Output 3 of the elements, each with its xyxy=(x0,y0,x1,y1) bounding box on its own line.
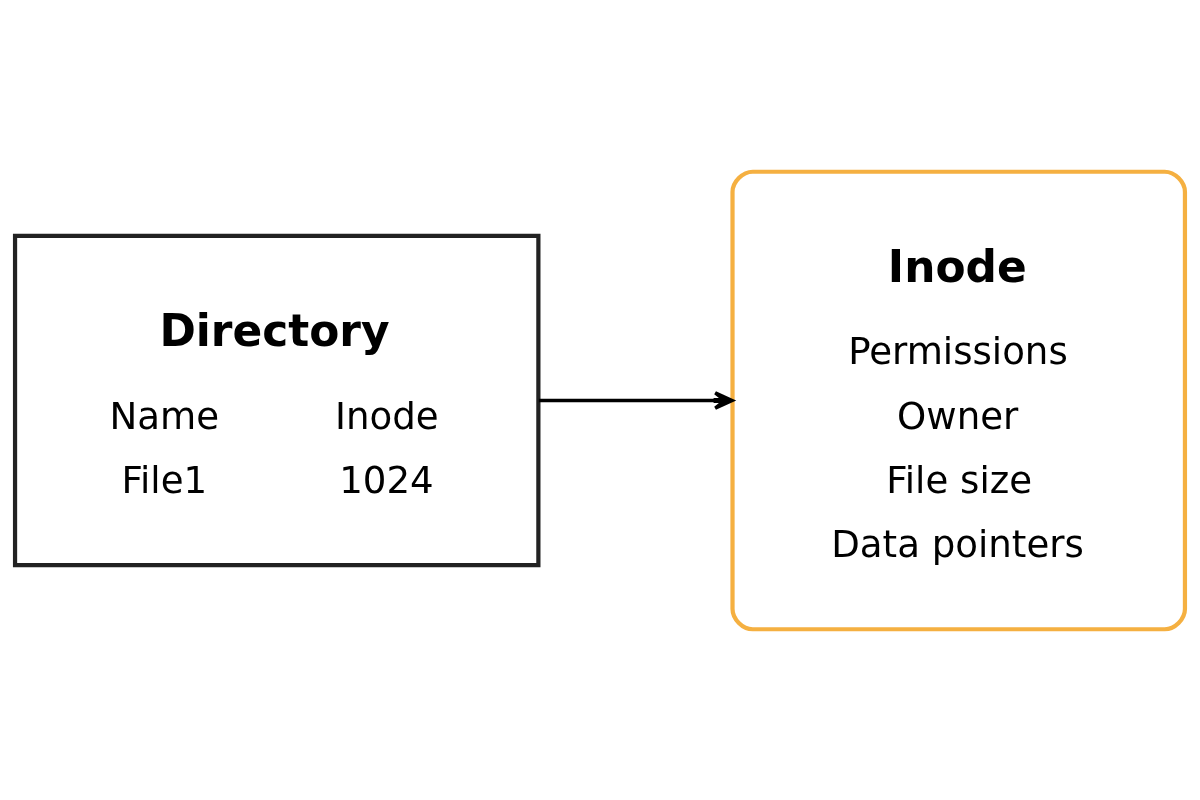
arrow xyxy=(538,390,734,410)
node-box: Inode Permissions Owner File size Data pointers xyxy=(730,169,1188,631)
node-box: Directory Name Inode File1 1024 xyxy=(12,233,541,567)
